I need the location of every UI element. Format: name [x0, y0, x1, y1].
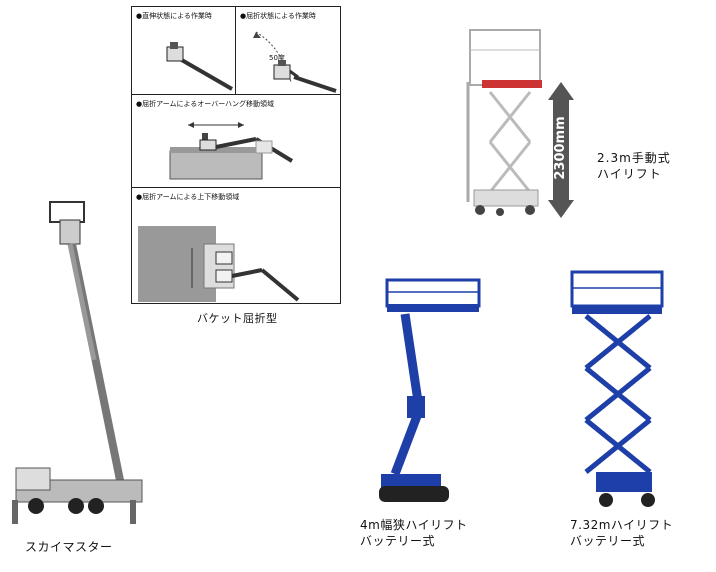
scissor-lift-caption-line1: 7.32mハイリフト — [570, 518, 674, 532]
manual-lift-caption-line1: 2.3m手動式 — [597, 151, 671, 165]
straight-work-label: ●直伸状態による作業時 — [136, 12, 212, 20]
narrow-lift-caption-line1: 4m幅狭ハイリフト — [360, 518, 468, 532]
height-label: 2300mm — [553, 116, 568, 180]
scissor-lift-illustration — [570, 270, 664, 507]
height-arrow-icon — [548, 82, 574, 218]
updown-label: ●屈折アームによる上下移動領域 — [136, 193, 240, 201]
overhang-illustration — [169, 122, 294, 180]
narrow-lift-caption-line2: バッテリー式 — [360, 534, 436, 548]
straight-boom-illustration — [166, 42, 233, 91]
bent-work-label: ●屈折状態による作業時 — [240, 12, 316, 20]
divider-row1 — [132, 94, 340, 95]
divider-vertical — [235, 7, 236, 94]
updown-illustration — [138, 226, 300, 302]
overhang-label: ●屈折アームによるオーバーハング移動領域 — [136, 100, 275, 108]
bucket-type-caption: バケット屈折型 — [197, 312, 278, 325]
scissor-lift-caption-line2: バッテリー式 — [570, 534, 646, 548]
narrow-lift-illustration — [379, 278, 481, 502]
sky-master-caption: スカイマスター — [25, 540, 113, 554]
bent-boom-illustration — [253, 31, 337, 93]
sky-master-illustration — [12, 201, 143, 524]
divider-row2 — [132, 187, 340, 188]
angle-label: 50度 — [269, 54, 285, 62]
bucket-diagram-panel: ●直伸状態による作業時 ●屈折状態による作業時 50度 ●屈折アームによるオーバ… — [131, 6, 341, 304]
manual-lift-illustration — [466, 29, 542, 216]
manual-lift-caption-line2: ハイリフト — [597, 167, 662, 181]
